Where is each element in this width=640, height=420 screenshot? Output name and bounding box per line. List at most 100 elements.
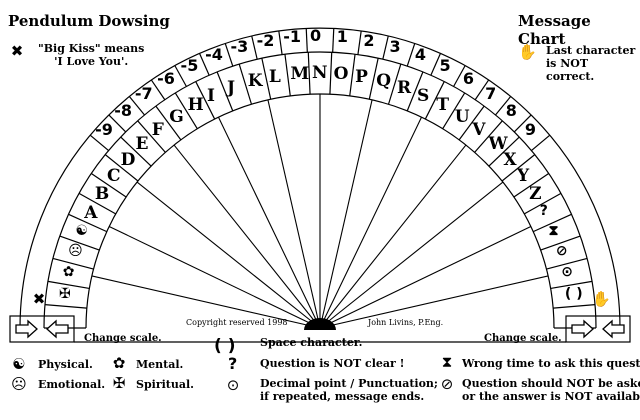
space-character-label: Space character. bbox=[260, 336, 363, 349]
legend-mental: Mental. bbox=[136, 358, 184, 371]
cell-divider bbox=[59, 235, 100, 251]
number-divider bbox=[224, 43, 234, 67]
number-divider bbox=[108, 114, 127, 133]
cell-divider bbox=[44, 303, 87, 309]
letter-cell: I bbox=[206, 85, 215, 106]
number-divider bbox=[89, 134, 109, 152]
cell-divider bbox=[137, 120, 166, 153]
number-divider bbox=[494, 96, 512, 116]
copyright: Copyright reserved 1998 bbox=[186, 318, 288, 327]
letter-cell: N bbox=[312, 63, 328, 83]
ray bbox=[319, 225, 532, 329]
cell-divider bbox=[523, 192, 562, 215]
number-divider bbox=[474, 79, 490, 101]
number-cell: 0 bbox=[310, 26, 322, 45]
hand-cell-icon: ✋ bbox=[592, 290, 611, 308]
letter-cell: T bbox=[436, 95, 450, 116]
big-kiss-line2: 'I Love You'. bbox=[54, 55, 129, 68]
letter-cell: P bbox=[355, 66, 368, 87]
legend-spiritual: Spiritual. bbox=[136, 378, 195, 391]
cell-divider bbox=[546, 257, 588, 270]
ray bbox=[136, 181, 321, 329]
letter-cell: R bbox=[396, 77, 412, 98]
flower-icon: ✿ bbox=[112, 354, 126, 372]
number-cell: 5 bbox=[439, 56, 451, 76]
left-scale-box bbox=[9, 315, 75, 343]
ray bbox=[319, 181, 504, 329]
letter-cell: L bbox=[268, 66, 281, 87]
dot-circle-icon: ⊙ bbox=[226, 376, 240, 394]
letter-cell: E bbox=[135, 133, 149, 154]
legend-not-asked-line1: Question should NOT be asked, bbox=[462, 377, 640, 390]
number-divider bbox=[531, 134, 551, 152]
right-title: Message Chart bbox=[518, 12, 591, 48]
cell-divider bbox=[78, 192, 117, 215]
big-kiss-line1: "Big Kiss" means bbox=[38, 42, 145, 55]
cell-divider bbox=[540, 235, 581, 251]
cell-divider bbox=[458, 105, 485, 141]
letter-cell: O bbox=[333, 63, 349, 84]
space-symbol: ( ) bbox=[214, 336, 236, 356]
cell-divider bbox=[550, 280, 593, 290]
symbol-cell: ✿ bbox=[62, 264, 75, 281]
cell-divider bbox=[284, 54, 291, 96]
frown-face-icon: ☹ bbox=[11, 375, 27, 393]
number-cell: -1 bbox=[283, 27, 301, 47]
letter-cell: J bbox=[227, 77, 236, 98]
legend-not-asked: Question should NOT be asked, or the ans… bbox=[462, 377, 640, 403]
number-divider bbox=[430, 53, 442, 76]
number-divider bbox=[406, 43, 416, 67]
cell-divider bbox=[442, 92, 466, 130]
number-divider bbox=[332, 28, 335, 53]
number-cell: 2 bbox=[363, 30, 375, 50]
letter-cell: H bbox=[187, 95, 204, 116]
letter-cell: K bbox=[247, 71, 263, 92]
number-cell: 1 bbox=[336, 27, 348, 47]
number-cell: -8 bbox=[114, 101, 132, 121]
cell-divider bbox=[501, 154, 536, 182]
number-divider bbox=[278, 30, 283, 55]
right-double-arrow-icon bbox=[571, 319, 625, 339]
left-double-arrow-icon bbox=[15, 319, 69, 339]
ray bbox=[173, 144, 321, 329]
number-divider bbox=[128, 96, 146, 116]
cell-divider bbox=[532, 213, 572, 233]
number-cell: 6 bbox=[462, 69, 475, 89]
cell-divider bbox=[368, 58, 379, 100]
number-cell: -5 bbox=[180, 56, 199, 76]
ray bbox=[267, 99, 321, 329]
left-title: Pendulum Dowsing bbox=[8, 12, 170, 30]
number-cell: 4 bbox=[414, 45, 427, 65]
ray bbox=[319, 99, 373, 329]
cell-divider bbox=[406, 71, 424, 112]
cell-divider bbox=[216, 71, 234, 112]
cell-divider bbox=[238, 63, 253, 105]
chart-hub bbox=[304, 318, 336, 330]
number-cell: 7 bbox=[485, 84, 497, 104]
last-char-line2: is NOT correct. bbox=[546, 57, 595, 83]
symbol-cell: ☹ bbox=[68, 243, 83, 260]
symbol-cell: ⧗ bbox=[548, 222, 559, 239]
ray bbox=[319, 275, 549, 329]
letter-cell: D bbox=[120, 149, 136, 170]
legend-physical: Physical. bbox=[38, 358, 93, 371]
author: John Livins, P.Eng. bbox=[368, 318, 444, 327]
number-divider bbox=[251, 35, 258, 60]
right-scale-box bbox=[565, 315, 631, 343]
arc-ring-2 bbox=[19, 27, 621, 329]
number-cell: 9 bbox=[524, 120, 536, 140]
number-cell: -7 bbox=[134, 84, 153, 104]
last-char-line1: Last character bbox=[546, 44, 636, 57]
number-cell: -4 bbox=[205, 45, 223, 65]
ray bbox=[108, 225, 321, 329]
letter-cell: A bbox=[84, 203, 98, 224]
cell-divider bbox=[52, 257, 94, 270]
letter-cell: W bbox=[488, 133, 508, 154]
cell-divider bbox=[424, 81, 445, 120]
cell-divider bbox=[349, 54, 356, 96]
number-divider bbox=[453, 65, 466, 87]
yin-yang-icon: ☯ bbox=[12, 355, 26, 373]
letter-cell: X bbox=[503, 149, 517, 170]
cell-divider bbox=[488, 136, 520, 167]
